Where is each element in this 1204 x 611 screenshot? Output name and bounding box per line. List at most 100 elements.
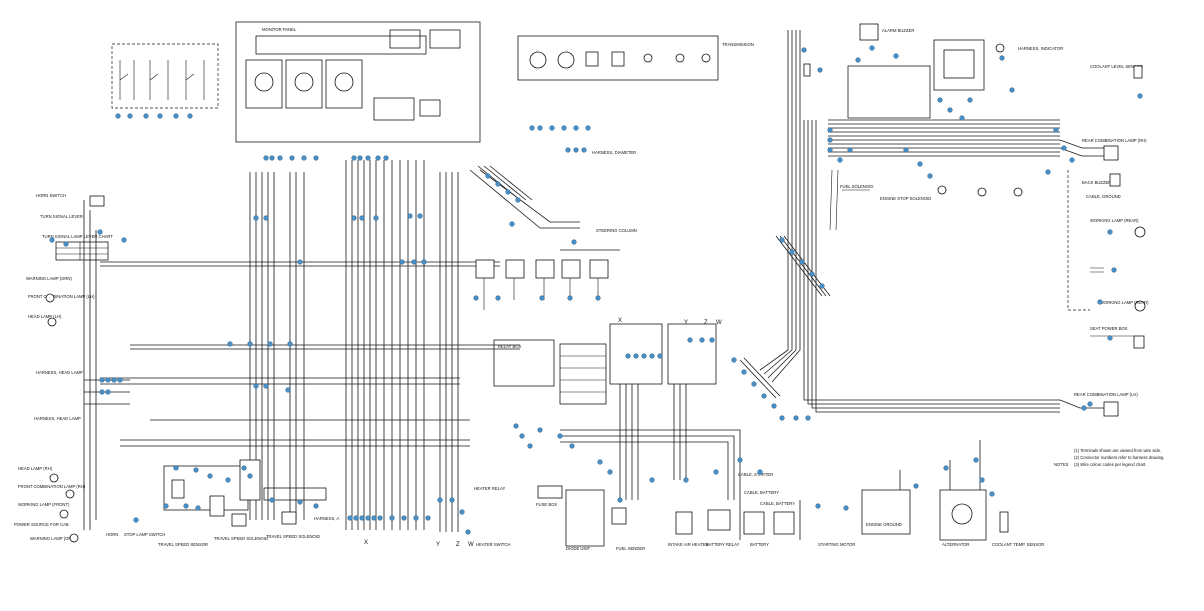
terminal-z2: Z xyxy=(704,320,708,326)
xyzw-terminals: X Y Z W X Y Z W xyxy=(364,318,722,548)
turn-signal-lever-label: TURN SIGNAL LEVER xyxy=(40,214,83,219)
connector-dot xyxy=(567,295,573,301)
connector-dot xyxy=(843,505,849,511)
connector-dot xyxy=(401,515,407,521)
working-lamp-rear-2-label: WORKING LAMP (REAR) xyxy=(1100,300,1149,305)
connector-dot xyxy=(779,237,785,243)
connector-dot xyxy=(731,357,737,363)
connector-dot xyxy=(837,157,843,163)
connector-dot xyxy=(313,503,319,509)
connector-dot xyxy=(389,515,395,521)
connector-dot xyxy=(365,515,371,521)
connector-dot xyxy=(105,389,111,395)
connector-dot xyxy=(817,67,823,73)
connector-dot xyxy=(399,259,405,265)
connector-dot xyxy=(267,341,273,347)
connector-dot xyxy=(347,515,353,521)
seat-power-box-label: SEAT POWER BOX xyxy=(1090,326,1128,331)
connector-dot xyxy=(99,377,105,383)
fuse-relay-area: RELAY BOX xyxy=(493,323,717,500)
connector-dot xyxy=(1009,87,1015,93)
working-lamp-front-label: WORKING LAMP (FRONT) xyxy=(18,502,70,507)
connector-dot xyxy=(913,483,919,489)
intake-air-heater-label: INTAKE AIR HEATER xyxy=(668,542,709,547)
connector-dot xyxy=(537,125,543,131)
connector-dot xyxy=(959,115,965,121)
connector-dot xyxy=(111,377,117,383)
cable-battery-1-label: CABLE, BATTERY xyxy=(744,490,779,495)
connector-dot xyxy=(437,497,443,503)
working-lamp-rear-1-label: WORKING LAMP (REAR) xyxy=(1090,218,1139,223)
connector-dot xyxy=(1097,299,1103,305)
engine-ground-label: ENGINE GROUND xyxy=(866,522,902,527)
connector-dot xyxy=(539,295,545,301)
connector-dot xyxy=(805,415,811,421)
connector-dot xyxy=(573,147,579,153)
connector-dot xyxy=(1045,169,1051,175)
connector-dot xyxy=(513,423,519,429)
terminal-x1: X xyxy=(364,540,368,546)
connector-dot xyxy=(247,473,253,479)
fuel-sender-label: FUEL SENDER xyxy=(616,546,645,551)
battery-label: BATTERY xyxy=(750,542,769,547)
connector-dot xyxy=(297,259,303,265)
connector-dot xyxy=(157,113,163,119)
connector-dot xyxy=(351,155,357,161)
front-combination-lamp-lh-label: FRONT COMBINATION LAMP (LH) xyxy=(28,294,95,299)
connector-dot xyxy=(49,237,55,243)
connector-dot xyxy=(187,113,193,119)
connector-dot xyxy=(287,341,293,347)
diode-unit-label: DIODE UNIT xyxy=(566,546,591,551)
alternator-label: ALTERNATOR xyxy=(942,542,969,547)
alarm-buzzer-label: ALARM BUZZER xyxy=(882,28,914,33)
monitor-panel-label: MONITOR PANEL xyxy=(262,27,297,32)
travel-speed-area: STOP LAMP SWITCH TRAVEL SPEED SENSOR TRA… xyxy=(124,459,339,547)
connector-dot xyxy=(713,469,719,475)
terminal-y1: Y xyxy=(436,542,440,548)
cable-starter-label: CABLE, STARTER xyxy=(738,472,773,477)
connector-dot xyxy=(683,477,689,483)
connector-dot xyxy=(761,393,767,399)
rear-combination-lamp-rh-label: REAR COMBINATION LAMP (RH) xyxy=(1082,138,1147,143)
connector-dot xyxy=(649,477,655,483)
connector-dot xyxy=(473,295,479,301)
fuel-solenoid-label: FUEL SOLENOID xyxy=(840,184,873,189)
connector-dot xyxy=(195,505,201,511)
relay-box-label: RELAY BOX xyxy=(498,344,522,349)
connector-dot xyxy=(143,113,149,119)
connector-dot xyxy=(989,491,995,497)
connector-dot xyxy=(413,515,419,521)
connector-dot xyxy=(947,107,953,113)
connector-dot xyxy=(263,383,269,389)
heater-switch-label: HEATER SWITCH xyxy=(476,542,510,547)
connector-dot xyxy=(241,465,247,471)
connector-dot xyxy=(63,241,69,247)
connector-dot xyxy=(127,113,133,119)
cable-ground-label: CABLE, GROUND xyxy=(1086,194,1121,199)
connector-dot xyxy=(893,53,899,59)
connector-dot xyxy=(771,403,777,409)
connector-dot xyxy=(943,465,949,471)
notes-title: NOTES xyxy=(1054,462,1069,467)
connector-dot xyxy=(1107,229,1113,235)
right-harness: REAR COMBINATION LAMP (RH) BACK BUZZER C… xyxy=(828,119,1149,349)
connector-dot xyxy=(359,515,365,521)
travel-speed-sensor-label: TRAVEL SPEED SENSOR xyxy=(158,542,208,547)
connector-dot xyxy=(375,155,381,161)
note-1: (1) Terminals shown are viewed from wire… xyxy=(1074,448,1161,453)
connector-dot xyxy=(225,477,231,483)
connector-dot xyxy=(173,465,179,471)
connector-dot xyxy=(99,389,105,395)
connector-dot xyxy=(115,113,121,119)
connector-dot xyxy=(699,337,705,343)
back-buzzer-label: BACK BUZZER xyxy=(1082,180,1111,185)
connector-dot xyxy=(377,515,383,521)
connector-dot xyxy=(597,459,603,465)
connector-dot xyxy=(351,215,357,221)
connector-dot xyxy=(1081,405,1087,411)
connector-dot xyxy=(465,529,471,535)
connector-dot xyxy=(105,377,111,383)
connector-dot xyxy=(537,427,543,433)
connector-dot xyxy=(973,457,979,463)
connector-dot xyxy=(277,155,283,161)
